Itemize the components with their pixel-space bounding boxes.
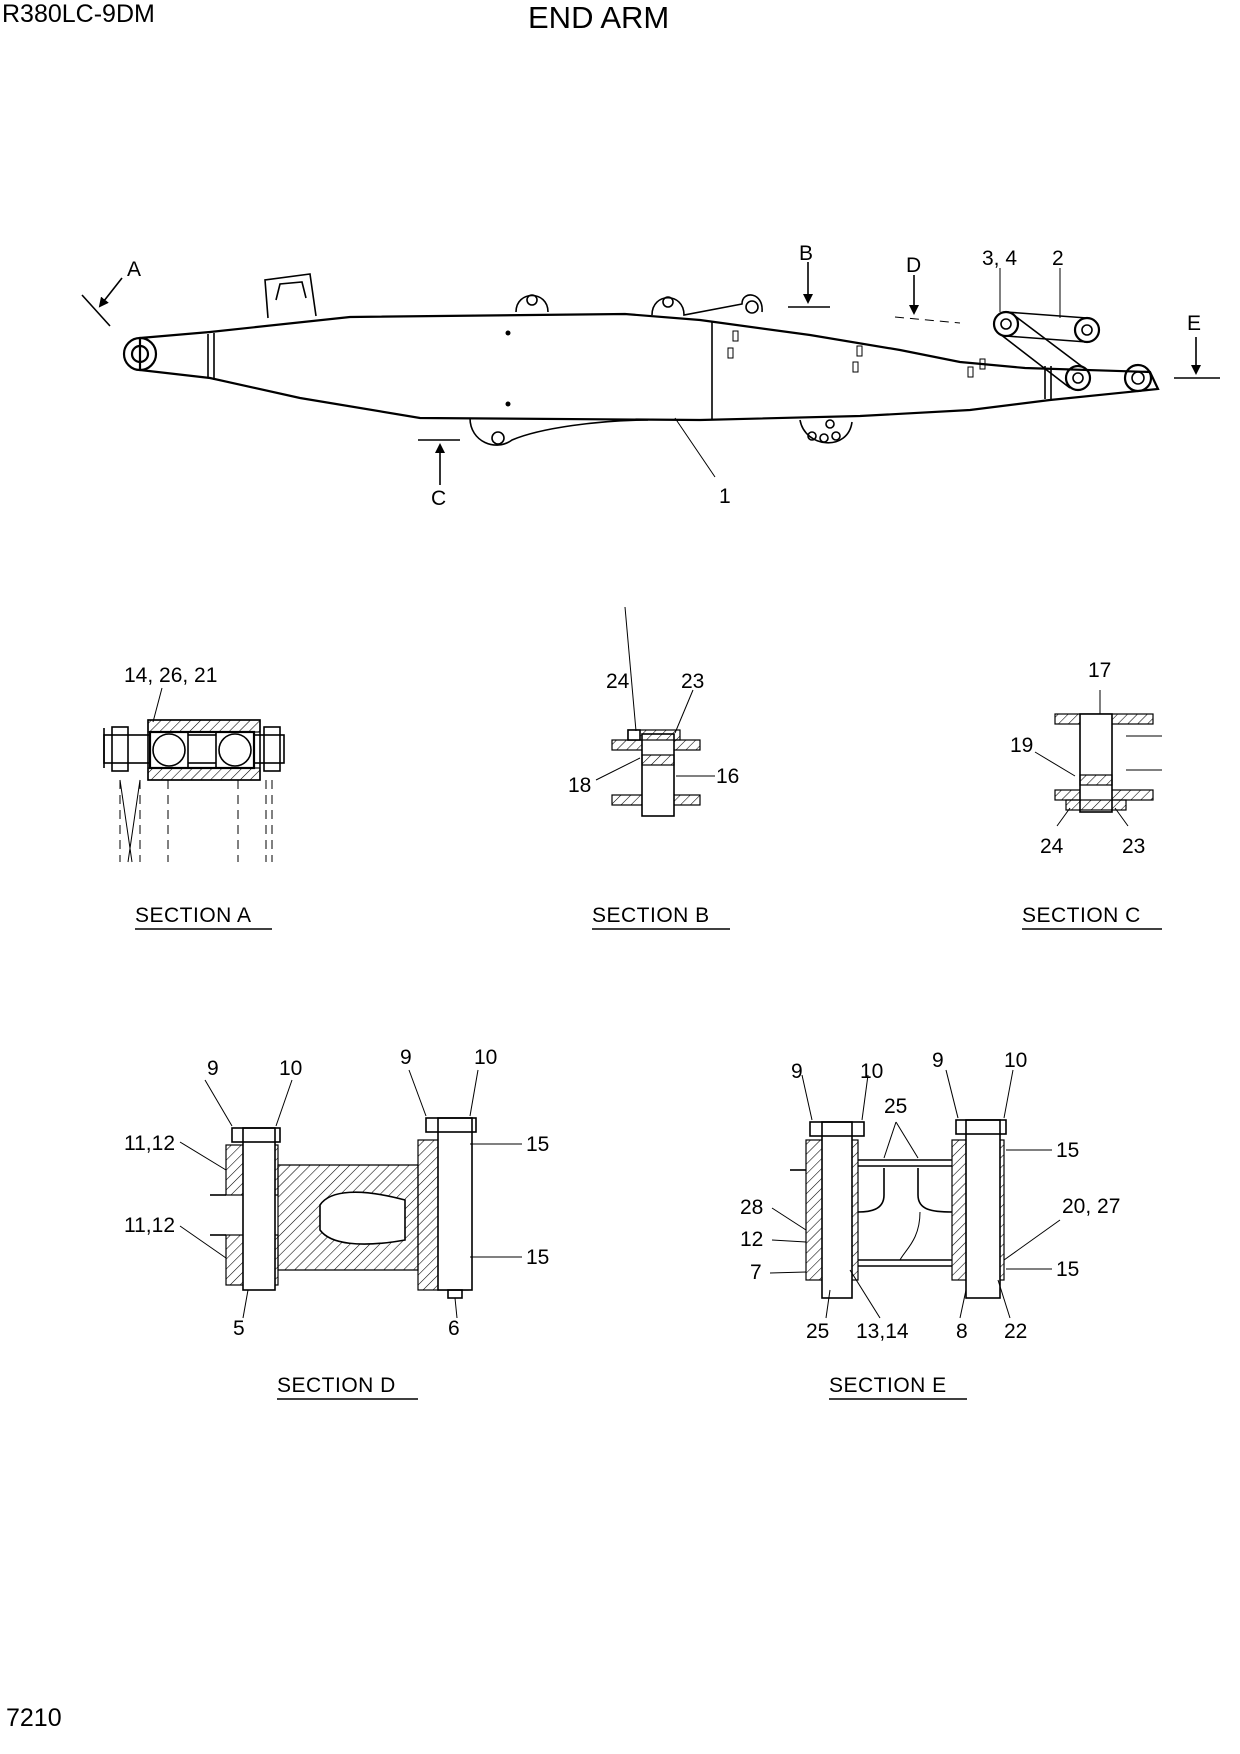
section-e-callout-22: 22 xyxy=(1004,1320,1027,1343)
section-e-callout-25-bottom: 25 xyxy=(806,1320,829,1343)
section-a-view: 14, 26, 21 SECTION A xyxy=(103,664,285,930)
section-marker-e: E xyxy=(1174,312,1220,379)
svg-text:2: 2 xyxy=(1052,247,1064,270)
arm-body xyxy=(122,273,1160,446)
section-e-callout-15a: 15 xyxy=(1056,1139,1079,1162)
section-e-view: 9 10 9 10 25 15 28 12 7 20, 27 15 25 13,… xyxy=(740,1049,1120,1400)
section-d-callout-5: 5 xyxy=(233,1317,245,1340)
section-c-view: 17 19 24 23 SECTION C xyxy=(1010,659,1162,930)
callout-arm: 1 xyxy=(674,417,731,508)
section-d-callout-10a: 10 xyxy=(279,1057,302,1080)
section-d-callout-6: 6 xyxy=(448,1317,460,1340)
section-d-callout-10b: 10 xyxy=(474,1046,497,1069)
marker-label-e: E xyxy=(1187,312,1201,335)
section-e-callout-13-14: 13,14 xyxy=(856,1320,909,1343)
callout-link-pin: 3, 4 xyxy=(982,247,1017,312)
section-d-callout-9a: 9 xyxy=(207,1057,219,1080)
section-e-callout-9b: 9 xyxy=(932,1049,944,1072)
section-e-callout-10b: 10 xyxy=(1004,1049,1027,1072)
marker-label-a: A xyxy=(127,258,141,281)
svg-text:1: 1 xyxy=(719,485,731,508)
marker-label-b: B xyxy=(799,242,813,265)
section-e-callout-7: 7 xyxy=(750,1261,762,1284)
callout-link: 2 xyxy=(1052,247,1064,318)
section-d-callout-15a: 15 xyxy=(526,1133,549,1156)
arm-main-view: A B C D E 1 3, 4 xyxy=(81,242,1220,510)
page-number: 7210 xyxy=(6,1704,62,1732)
section-d-view: 9 10 9 10 11,12 11,12 15 15 5 6 SECTION … xyxy=(124,1046,549,1400)
section-b-callout-18: 18 xyxy=(568,774,591,797)
section-b-caption: SECTION B xyxy=(592,904,710,927)
section-b-callout-24: 24 xyxy=(606,670,630,693)
section-e-callout-9a: 9 xyxy=(791,1060,803,1083)
section-d-callout-9b: 9 xyxy=(400,1046,412,1069)
section-e-callout-15b: 15 xyxy=(1056,1258,1079,1281)
section-c-callout-23: 23 xyxy=(1122,835,1145,858)
section-e-callout-12: 12 xyxy=(740,1228,763,1251)
section-c-callout-24: 24 xyxy=(1040,835,1064,858)
section-b-callout-23: 23 xyxy=(681,670,704,693)
section-d-callout-15b: 15 xyxy=(526,1246,549,1269)
section-b-callout-16: 16 xyxy=(716,765,739,788)
section-c-callout-17: 17 xyxy=(1088,659,1111,682)
section-a-callout-1: 14, 26, 21 xyxy=(124,664,217,687)
marker-label-d: D xyxy=(906,254,921,277)
marker-label-c: C xyxy=(431,487,446,510)
section-b-view: 24 23 18 16 SECTION B xyxy=(568,606,739,930)
section-e-callout-28: 28 xyxy=(740,1196,763,1219)
section-e-callout-10a: 10 xyxy=(860,1060,883,1083)
section-d-callout-11-12a: 11,12 xyxy=(124,1132,175,1155)
section-marker-b: B xyxy=(788,242,830,308)
section-e-caption: SECTION E xyxy=(829,1374,947,1397)
page-title: END ARM xyxy=(528,0,670,35)
section-d-caption: SECTION D xyxy=(277,1374,396,1397)
section-a-caption: SECTION A xyxy=(135,904,252,927)
section-d-callout-11-12b: 11,12 xyxy=(124,1214,175,1237)
section-c-caption: SECTION C xyxy=(1022,904,1141,927)
svg-text:3, 4: 3, 4 xyxy=(982,247,1017,270)
section-c-callout-19: 19 xyxy=(1010,734,1033,757)
section-marker-c: C xyxy=(418,439,460,510)
section-marker-a: A xyxy=(81,258,141,327)
section-marker-d: D xyxy=(894,254,961,324)
section-e-callout-25-top: 25 xyxy=(884,1095,907,1118)
model-code: R380LC-9DM xyxy=(2,0,155,28)
section-e-callout-20-27: 20, 27 xyxy=(1062,1195,1120,1218)
section-e-callout-8: 8 xyxy=(956,1320,968,1343)
